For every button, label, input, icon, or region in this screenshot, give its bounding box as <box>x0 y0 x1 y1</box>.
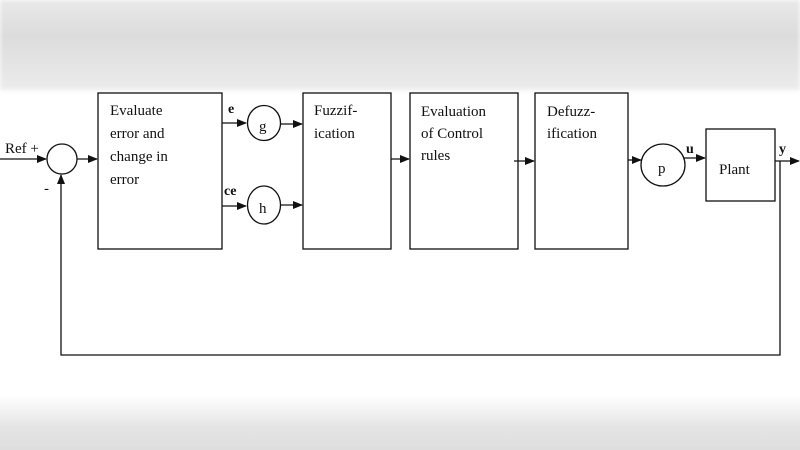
y-label: y <box>779 142 786 157</box>
rules-line-2: of Control <box>421 126 483 142</box>
p-label: p <box>658 161 666 177</box>
defuzzification-block <box>534 92 629 250</box>
defuzz-line-2: ification <box>547 126 597 142</box>
e-label: e <box>228 102 234 117</box>
rules-line-3: rules <box>421 148 450 164</box>
evaluate-line-2: error and <box>110 126 165 142</box>
plant-block <box>705 128 776 202</box>
fuzz-line-1: Fuzzif- <box>314 103 357 119</box>
gain-p <box>640 143 686 187</box>
plant-label: Plant <box>719 162 751 178</box>
fuzzification-block <box>302 92 392 250</box>
fuzz-line-2: ication <box>314 126 355 142</box>
g-label: g <box>259 119 267 135</box>
evaluate-error-block <box>97 92 223 250</box>
minus-label: - <box>44 181 49 197</box>
feedback-path <box>57 161 781 356</box>
gain-h <box>246 185 282 225</box>
gain-g <box>246 104 282 142</box>
ref-label: Ref + <box>5 141 39 157</box>
ce-label: ce <box>224 184 236 199</box>
evaluate-line-1: Evaluate <box>110 103 163 119</box>
defuzz-line-1: Defuzz- <box>547 104 595 120</box>
blurred-top-band <box>0 0 800 90</box>
evaluate-line-4: error <box>110 172 139 188</box>
summing-junction <box>46 143 78 175</box>
rules-line-1: Evaluation <box>421 104 486 120</box>
rules-block <box>409 92 519 250</box>
u-label: u <box>686 142 694 157</box>
evaluate-line-3: change in <box>110 149 168 165</box>
h-label: h <box>259 201 267 217</box>
bottom-band <box>0 395 800 450</box>
